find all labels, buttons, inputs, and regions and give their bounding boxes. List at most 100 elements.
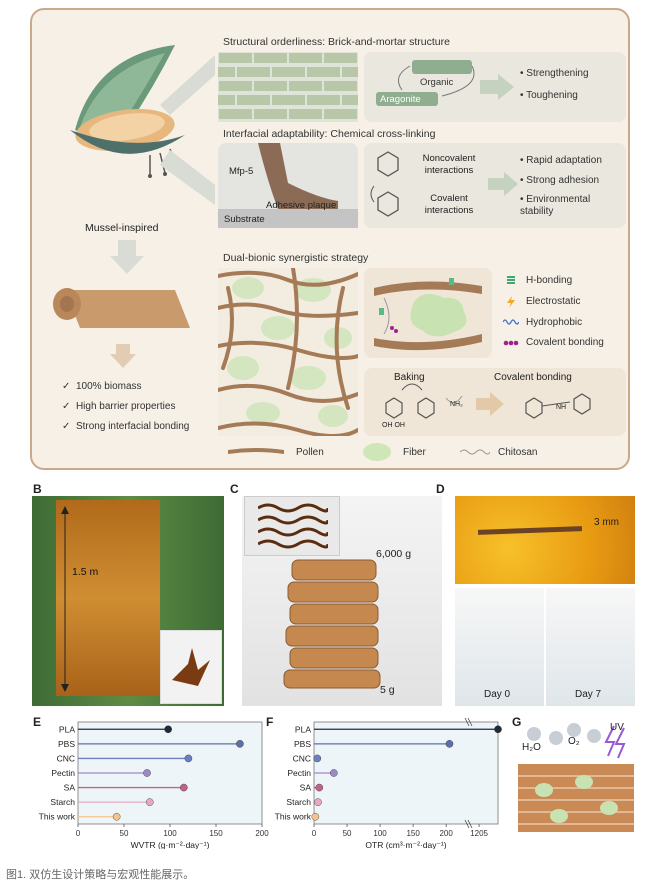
covalent-bonding-label: Covalent bonding (494, 372, 572, 383)
legend-covalent-bonding: Covalent bonding (526, 337, 604, 348)
adhesive-plaque-label: Adhesive plaque (266, 200, 337, 211)
covalent-bonding-icon (503, 340, 519, 346)
h2o-label: H₂O (522, 742, 541, 753)
length-arrow (61, 506, 69, 692)
adhesive-plaque-illustration (218, 143, 358, 228)
arrow-icon (480, 74, 514, 100)
dual-title: Dual-bionic synergistic strategy (223, 252, 369, 264)
crane-origami-icon (172, 648, 210, 686)
interfacial-title: Interfacial adaptability: Chemical cross… (223, 128, 436, 140)
fiber-legend-icon (363, 443, 391, 461)
bullet-rapid-adaptation: • Rapid adaptation (520, 155, 602, 166)
down-arrow-icon (110, 240, 144, 274)
x-tick-label: 100 (163, 829, 177, 838)
uv-label: UV (610, 722, 624, 733)
lollipop-marker (179, 783, 188, 792)
load-label: 6,000 g (376, 548, 412, 560)
barrier-illustration (518, 723, 634, 832)
h-bonding-icon (507, 276, 515, 284)
fiber-pollen-network-illustration (218, 268, 358, 436)
brick-wall-illustration (218, 52, 358, 122)
bag-stack (283, 559, 381, 689)
photo-day7 (546, 588, 635, 706)
legend-hydrophobic: Hydrophobic (526, 317, 583, 328)
thickness-label: 3 mm (594, 517, 619, 528)
photo-flowers (455, 496, 635, 584)
panel-label-f: F (266, 715, 274, 729)
nh2-label: NH₂ (450, 401, 463, 408)
x-tick-label: 200 (255, 829, 269, 838)
legend-fiber: Fiber (403, 447, 426, 458)
panel-label-c: C (230, 482, 239, 496)
bullet-strengthening: • Strengthening (520, 68, 589, 79)
legend-electrostatic: Electrostatic (526, 296, 581, 307)
mussel-inspired-label: Mussel-inspired (85, 222, 159, 234)
photo-day0 (455, 588, 544, 706)
axis-break-mark (464, 819, 470, 829)
x-tick-label: 50 (120, 829, 129, 838)
category-label: PBS (294, 739, 311, 749)
covalent-label: Covalent interactions (424, 193, 474, 216)
connector-arrows (160, 55, 215, 205)
category-label: Pectin (287, 768, 311, 778)
property-biomass: ✓ 100% biomass (62, 381, 142, 392)
molecular-interaction-illustration (374, 278, 482, 351)
lollipop-marker (164, 725, 172, 734)
category-label: PBS (58, 739, 75, 749)
lollipop-marker (330, 769, 338, 777)
o2-label: O₂ (568, 736, 580, 747)
panel-label-g: G (512, 715, 522, 729)
pollen-legend-icon (228, 448, 284, 454)
category-label: PLA (295, 724, 311, 734)
property-bonding: ✓ Strong interfacial bonding (62, 421, 190, 432)
film-sheet (56, 500, 160, 696)
panel-label-e: E (33, 715, 42, 729)
axis-break-mark (467, 819, 473, 829)
bullet-environmental-stability: • Environmental stability (520, 194, 591, 217)
rolled-film-illustration (53, 288, 190, 328)
category-label: Pectin (51, 768, 75, 778)
x-axis-label: OTR (cm³·m⁻²·day⁻¹) (365, 840, 446, 849)
figure-caption: 图1. 双仿生设计策略与宏观性能展示。 (6, 869, 195, 881)
x-axis-label: WVTR (g·m⁻²·day⁻¹) (131, 840, 210, 849)
property-barrier: ✓ High barrier properties (62, 401, 176, 412)
x-tick-label: 0 (76, 829, 81, 838)
legend-chitosan: Chitosan (498, 447, 538, 458)
hydrophobic-icon (503, 319, 519, 325)
aragonite-label: Aragonite (380, 94, 421, 105)
category-label: SA (64, 783, 76, 793)
lollipop-marker (311, 812, 320, 821)
plot-area (313, 721, 499, 825)
catechol-icons (370, 151, 399, 217)
lollipop-marker (313, 754, 322, 763)
x-tick-label: 1205 (470, 829, 488, 838)
nh-label: NH (556, 404, 567, 411)
lollipop-marker (236, 740, 244, 748)
baking-label: Baking (394, 372, 425, 383)
lollipop-marker (184, 754, 193, 763)
oh-label: OH OH (382, 422, 405, 429)
lollipop-marker (494, 725, 502, 734)
category-label: PLA (59, 724, 75, 734)
x-tick-label: 150 (209, 829, 223, 838)
panel-label-b: B (33, 482, 42, 496)
x-tick-label: 100 (373, 829, 387, 838)
lollipop-marker (143, 769, 151, 777)
organic-label: Organic (420, 77, 454, 88)
organic-aragonite-illustration (376, 60, 475, 106)
day0-label: Day 0 (484, 689, 511, 700)
category-label: Starch (286, 797, 311, 807)
weight-label: 5 g (380, 684, 395, 696)
bullet-strong-adhesion: • Strong adhesion (520, 175, 600, 186)
x-tick-label: 50 (343, 829, 352, 838)
mesh-pattern (258, 503, 328, 549)
category-label: SA (300, 783, 312, 793)
x-tick-label: 200 (439, 829, 453, 838)
mfp-label: Mfp-5 (229, 166, 254, 177)
day7-label: Day 7 (575, 689, 602, 700)
category-label: This work (39, 812, 76, 822)
lollipop-marker (145, 798, 154, 806)
structural-title: Structural orderliness: Brick-and-mortar… (223, 36, 450, 48)
axis-break-mark (464, 717, 470, 727)
